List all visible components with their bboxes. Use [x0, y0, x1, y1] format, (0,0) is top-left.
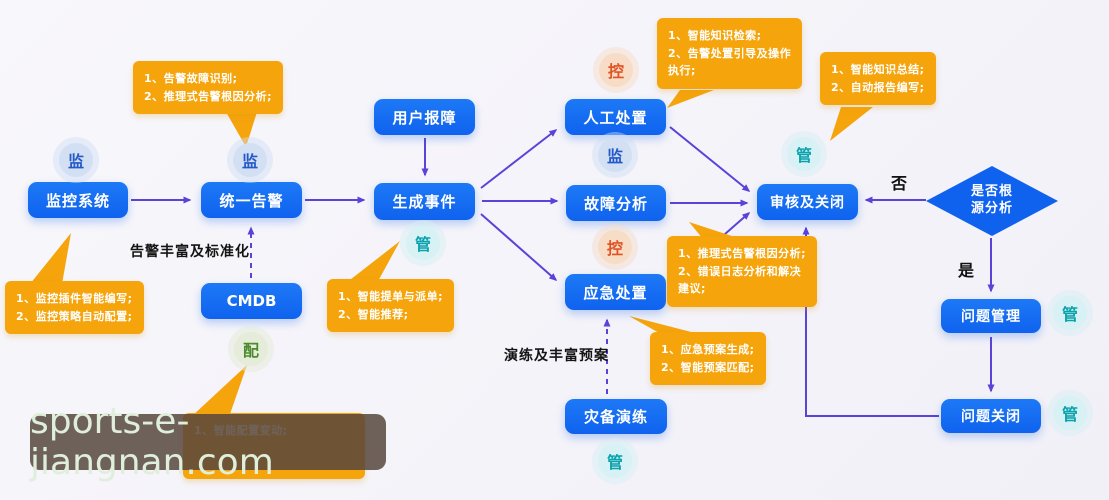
label-no: 否 — [891, 174, 908, 193]
badge-monitor-icon: 监 — [59, 143, 93, 177]
badge-manage-icon: 管 — [1053, 396, 1087, 430]
node-user-report: 用户报障 — [374, 99, 475, 135]
tail-knowledge-search — [667, 90, 714, 108]
badge-monitor-icon: 监 — [598, 138, 632, 172]
badge-manage-icon: 管 — [1053, 296, 1087, 330]
node-review-close: 审核及关闭 — [757, 184, 858, 220]
callout-knowledge-summary: 1、智能知识总结; 2、自动报告编写; — [820, 52, 936, 106]
callout-emergency-plan: 1、应急预案生成; 2、智能预案匹配; — [650, 332, 766, 386]
badge-control-icon: 控 — [599, 53, 633, 87]
callout-ticket-dispatch: 1、智能提单与派单; 2、智能推荐; — [327, 279, 455, 333]
tail-knowledge-summary — [830, 107, 873, 141]
badge-manage-icon: 管 — [406, 226, 440, 260]
node-dr-drill: 灾备演练 — [565, 399, 667, 434]
tail-config-change — [191, 365, 247, 417]
arrow-manual-to-review — [669, 126, 751, 192]
tail-monitor-plugin — [30, 233, 71, 284]
callout-alert-identify: 1、告警故障识别; 2、推理式告警根因分析; — [133, 61, 284, 115]
tail-alert-identify — [226, 112, 257, 147]
badge-config-icon: 配 — [234, 332, 268, 366]
node-problem-close: 问题关闭 — [941, 399, 1041, 433]
arrow-problemclose-to-review — [802, 226, 939, 417]
badge-monitor-icon: 监 — [233, 143, 267, 177]
tail-ticket-dispatch — [346, 241, 400, 283]
watermark-banner: sports-e-jiangnan.com — [30, 401, 386, 483]
watermark-text: sports-e-jiangnan.com — [30, 401, 274, 483]
tail-emergency-plan — [629, 316, 699, 334]
node-fault-analysis: 故障分析 — [566, 185, 666, 221]
badge-manage-icon: 管 — [598, 444, 632, 478]
node-monitoring-system: 监控系统 — [28, 182, 128, 218]
callout-monitor-plugin: 1、监控插件智能编写; 2、监控策略自动配置; — [5, 281, 144, 335]
dashed-arrows — [247, 226, 611, 394]
node-create-event: 生成事件 — [374, 183, 475, 220]
label-alert-enrich: 告警丰富及标准化 — [130, 244, 250, 260]
node-manual-handle: 人工处置 — [565, 99, 666, 135]
badge-manage-icon: 管 — [787, 137, 821, 171]
arrow-event-to-emergency — [480, 213, 558, 281]
badge-control-icon: 控 — [598, 230, 632, 264]
callout-knowledge-search: 1、智能知识检索; 2、告警处置引导及操作 执行; — [657, 18, 803, 89]
callout-root-cause: 1、推理式告警根因分析; 2、错误日志分析和解决 建议; — [667, 236, 818, 307]
node-emergency-handle: 应急处置 — [565, 274, 666, 310]
node-problem-mgmt: 问题管理 — [941, 299, 1041, 333]
label-drill-enrich: 演练及丰富预案 — [504, 348, 609, 364]
arrow-event-to-manual — [480, 129, 558, 189]
label-yes: 是 — [958, 261, 975, 280]
callout-tails — [30, 90, 873, 417]
tail-root-cause — [689, 222, 741, 239]
node-unified-alert: 统一告警 — [201, 182, 302, 218]
node-cmdb: CMDB — [201, 283, 302, 319]
